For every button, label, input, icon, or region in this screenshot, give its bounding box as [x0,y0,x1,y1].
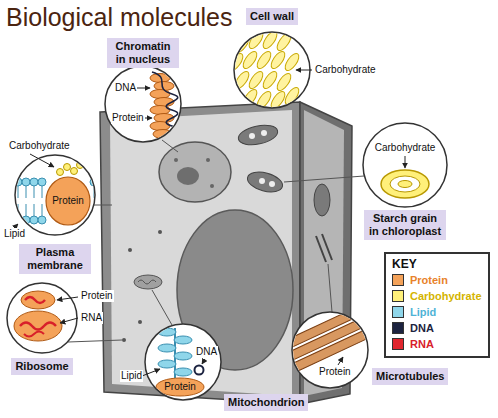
legend-row: Carbohydrate [392,288,482,304]
molecule-label: Carbohydrate [314,64,377,76]
legend-row: RNA [392,336,482,352]
molecule-label: Carbohydrate [374,142,437,154]
plasma-membrane-callout [14,154,98,235]
legend-label: DNA [410,322,434,335]
molecule-label: Protein [80,290,114,302]
legend-swatch [392,322,404,334]
callout-label: Cell wall [250,10,294,23]
legend-row: Lipid [392,304,482,320]
molecule-label: Protein [163,381,197,393]
callout-box: Cell wall [246,8,298,25]
callout-label: Chromatin in nucleus [111,40,175,66]
callout-label: Microtubules [376,370,444,383]
molecule-label: DNA [114,82,137,94]
diagram-title: Biological molecules [6,2,233,32]
molecule-label: Protein [111,112,145,124]
legend-title: KEY [392,257,482,272]
molecule-label: Protein [51,195,85,207]
molecule-label: DNA [195,346,218,358]
ribosome-callout [7,283,78,353]
starch-callout [363,123,447,207]
chromatin-callout [105,66,181,142]
callout-box: Chromatin in nucleus [107,38,179,68]
molecule-label: RNA [80,312,103,324]
callout-box: Ribosome [11,358,72,375]
legend-label: Lipid [410,306,436,319]
callout-box: Plasma membrane [19,244,91,274]
molecule-label: Lipid [3,228,26,240]
mitochondrion-callout [142,324,221,400]
legend-row: DNA [392,320,482,336]
callout-label: Mitochondrion [228,396,304,409]
callout-box: Starch grain in chloroplast [364,210,446,240]
callout-label: Ribosome [15,360,68,373]
legend-swatch [392,274,404,286]
legend-swatch [392,338,404,350]
callout-label: Starch grain in chloroplast [368,212,442,238]
legend-label: Carbohydrate [410,290,482,303]
cell-wall-callout [227,29,312,111]
molecule-label: Protein [318,366,352,378]
legend-row: Protein [392,272,482,288]
callout-box: Microtubules [372,368,448,385]
callout-box: Mitochondrion [224,394,308,411]
leader-lines [68,140,364,342]
microtubules-callout [280,305,376,388]
molecule-label: Carbohydrate [8,140,71,152]
legend-swatch [392,290,404,302]
legend-box: KEY ProteinCarbohydrateLipidDNA RNA [384,252,490,358]
legend-label: Protein [410,274,448,287]
callout-label: Plasma membrane [23,246,87,272]
molecule-label: Lipid [120,370,143,382]
legend-swatch [392,306,404,318]
legend-label: RNA [410,338,434,351]
